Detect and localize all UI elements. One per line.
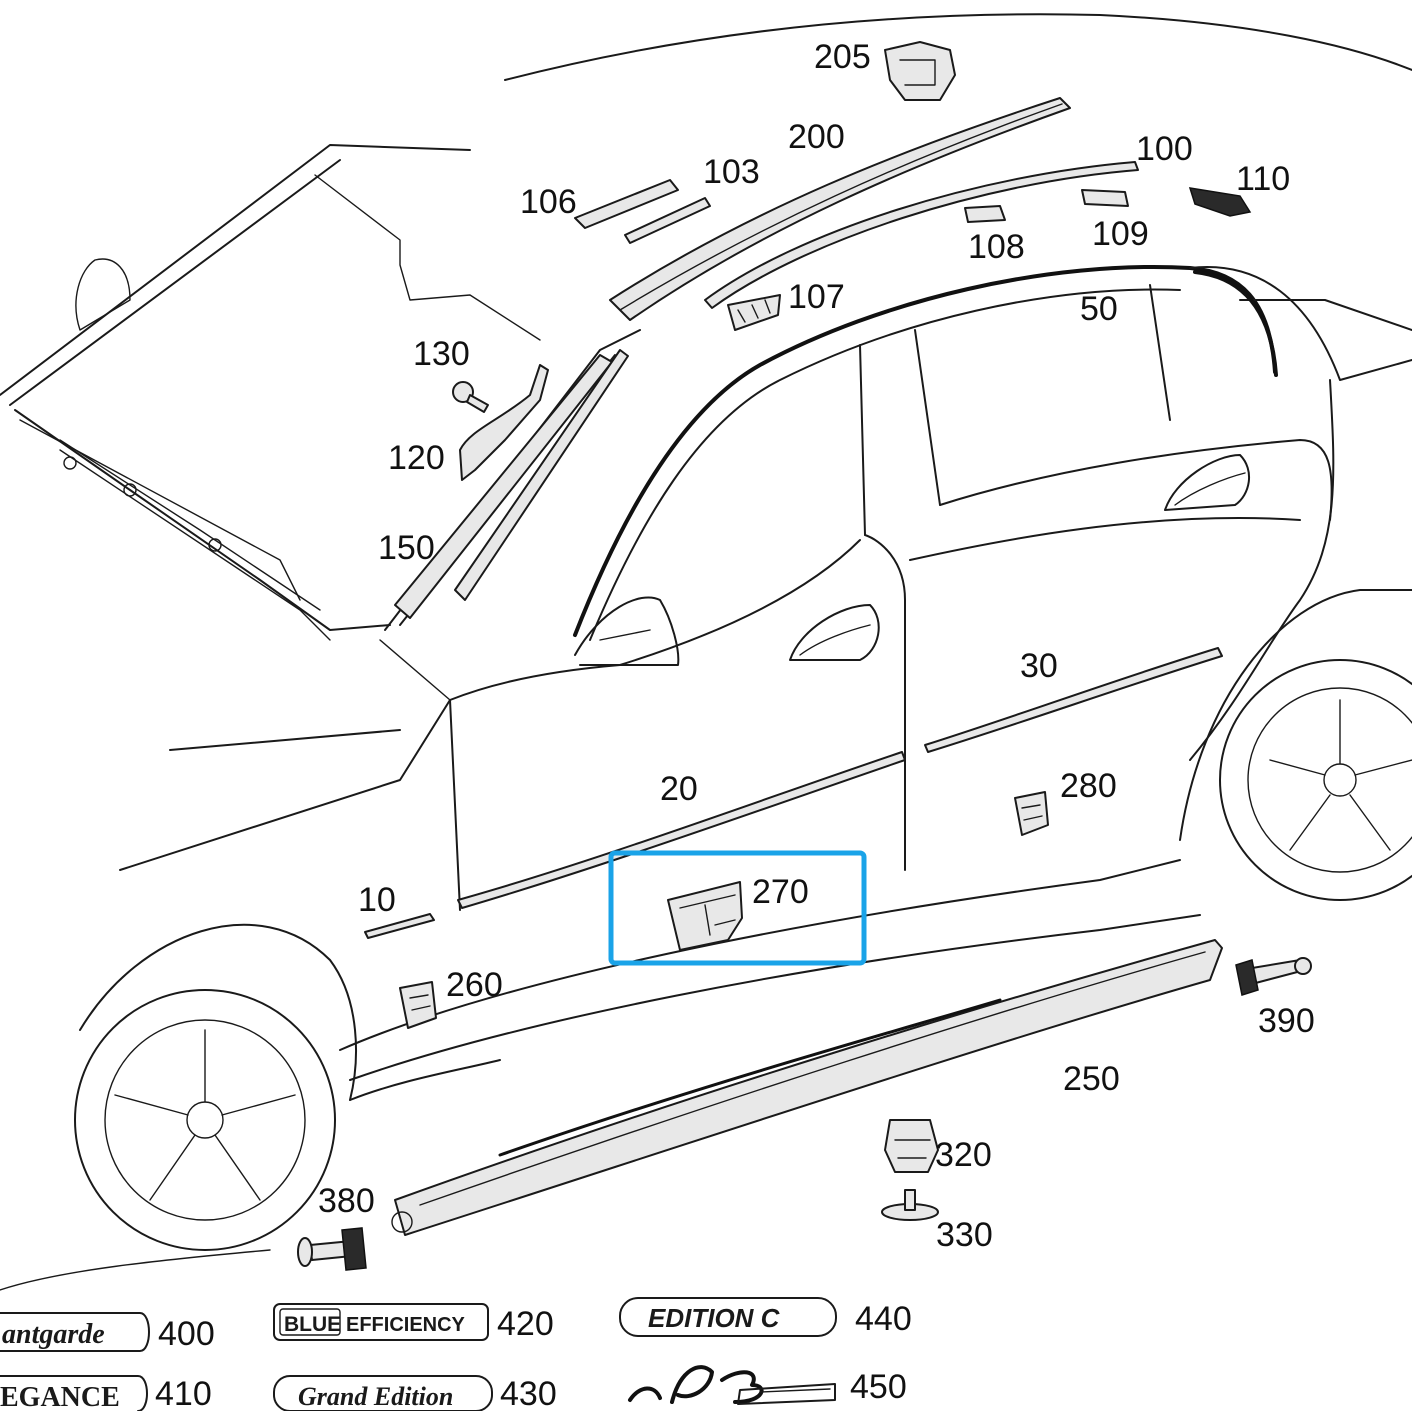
label-109: 109: [1092, 215, 1149, 253]
rear-door-trim-30: [924, 647, 1223, 753]
fasteners: [297, 957, 1312, 1271]
label-440: 440: [855, 1300, 912, 1338]
badge-440-text: EDITION C: [648, 1303, 781, 1333]
roof-molding-200: [609, 97, 1071, 321]
part-labels: 205 200 100 110 106 103 108 109 107 50 1…: [155, 38, 1315, 1413]
end-cap-110: [1188, 187, 1252, 217]
label-390: 390: [1258, 1002, 1315, 1040]
badge-440: [619, 1297, 837, 1337]
label-200: 200: [788, 118, 845, 156]
label-50: 50: [1080, 290, 1118, 328]
label-280: 280: [1060, 767, 1117, 805]
label-420: 420: [497, 1305, 554, 1343]
label-400: 400: [158, 1315, 215, 1353]
sill-panel-250: [391, 939, 1223, 1236]
label-380: 380: [318, 1182, 375, 1220]
label-330: 330: [936, 1216, 993, 1254]
badge-410-text: EGANCE: [0, 1382, 120, 1411]
label-10: 10: [358, 881, 396, 919]
label-150: 150: [378, 529, 435, 567]
badge-450: [628, 1365, 836, 1405]
clip-107: [727, 294, 781, 331]
roof-trim-parts: [394, 41, 1278, 619]
label-30: 30: [1020, 647, 1058, 685]
a-pillar-molding-150: [394, 354, 613, 619]
label-120: 120: [388, 439, 445, 477]
clip-108: [964, 205, 1006, 223]
label-205: 205: [814, 38, 871, 76]
label-100: 100: [1136, 130, 1193, 168]
badge-410: [0, 1375, 148, 1412]
label-20: 20: [660, 770, 698, 808]
clip-106: [574, 179, 679, 229]
badges: antgarde EGANCE BLUE EFFICIENCY Grand Ed…: [0, 1297, 837, 1413]
badge-420-text-a: BLUE: [284, 1313, 341, 1336]
label-260: 260: [446, 966, 503, 1004]
badge-420-text-b: EFFICIENCY: [346, 1314, 466, 1336]
label-410: 410: [155, 1375, 212, 1411]
fender-trim-10: [364, 913, 435, 939]
clip-270: [667, 881, 743, 951]
label-430: 430: [500, 1375, 557, 1411]
label-320: 320: [935, 1136, 992, 1174]
highlight-box-270: [608, 850, 867, 966]
front-door-trim-20: [457, 751, 906, 909]
door-trim-parts: [364, 647, 1223, 1029]
label-130: 130: [413, 335, 470, 373]
bracket-120: [459, 364, 549, 481]
label-450: 450: [850, 1368, 907, 1406]
label-250: 250: [1063, 1060, 1120, 1098]
screw-130: [452, 381, 474, 403]
clip-103: [624, 197, 711, 244]
label-108: 108: [968, 228, 1025, 266]
label-270: 270: [752, 873, 809, 911]
clip-109: [1081, 189, 1129, 207]
badge-400-text: antgarde: [2, 1319, 105, 1350]
clip-260: [399, 981, 437, 1029]
label-110: 110: [1236, 160, 1290, 198]
clip-280: [1014, 791, 1049, 836]
badge-400: [0, 1312, 150, 1352]
fastener-320: [884, 1119, 939, 1173]
roof-molding-100: [704, 161, 1139, 309]
badge-420: [273, 1303, 489, 1341]
label-107: 107: [788, 278, 845, 316]
badge-430-text: Grand Edition: [298, 1382, 453, 1411]
bracket-205: [884, 41, 956, 101]
label-106: 106: [520, 183, 577, 221]
label-103: 103: [703, 153, 760, 191]
